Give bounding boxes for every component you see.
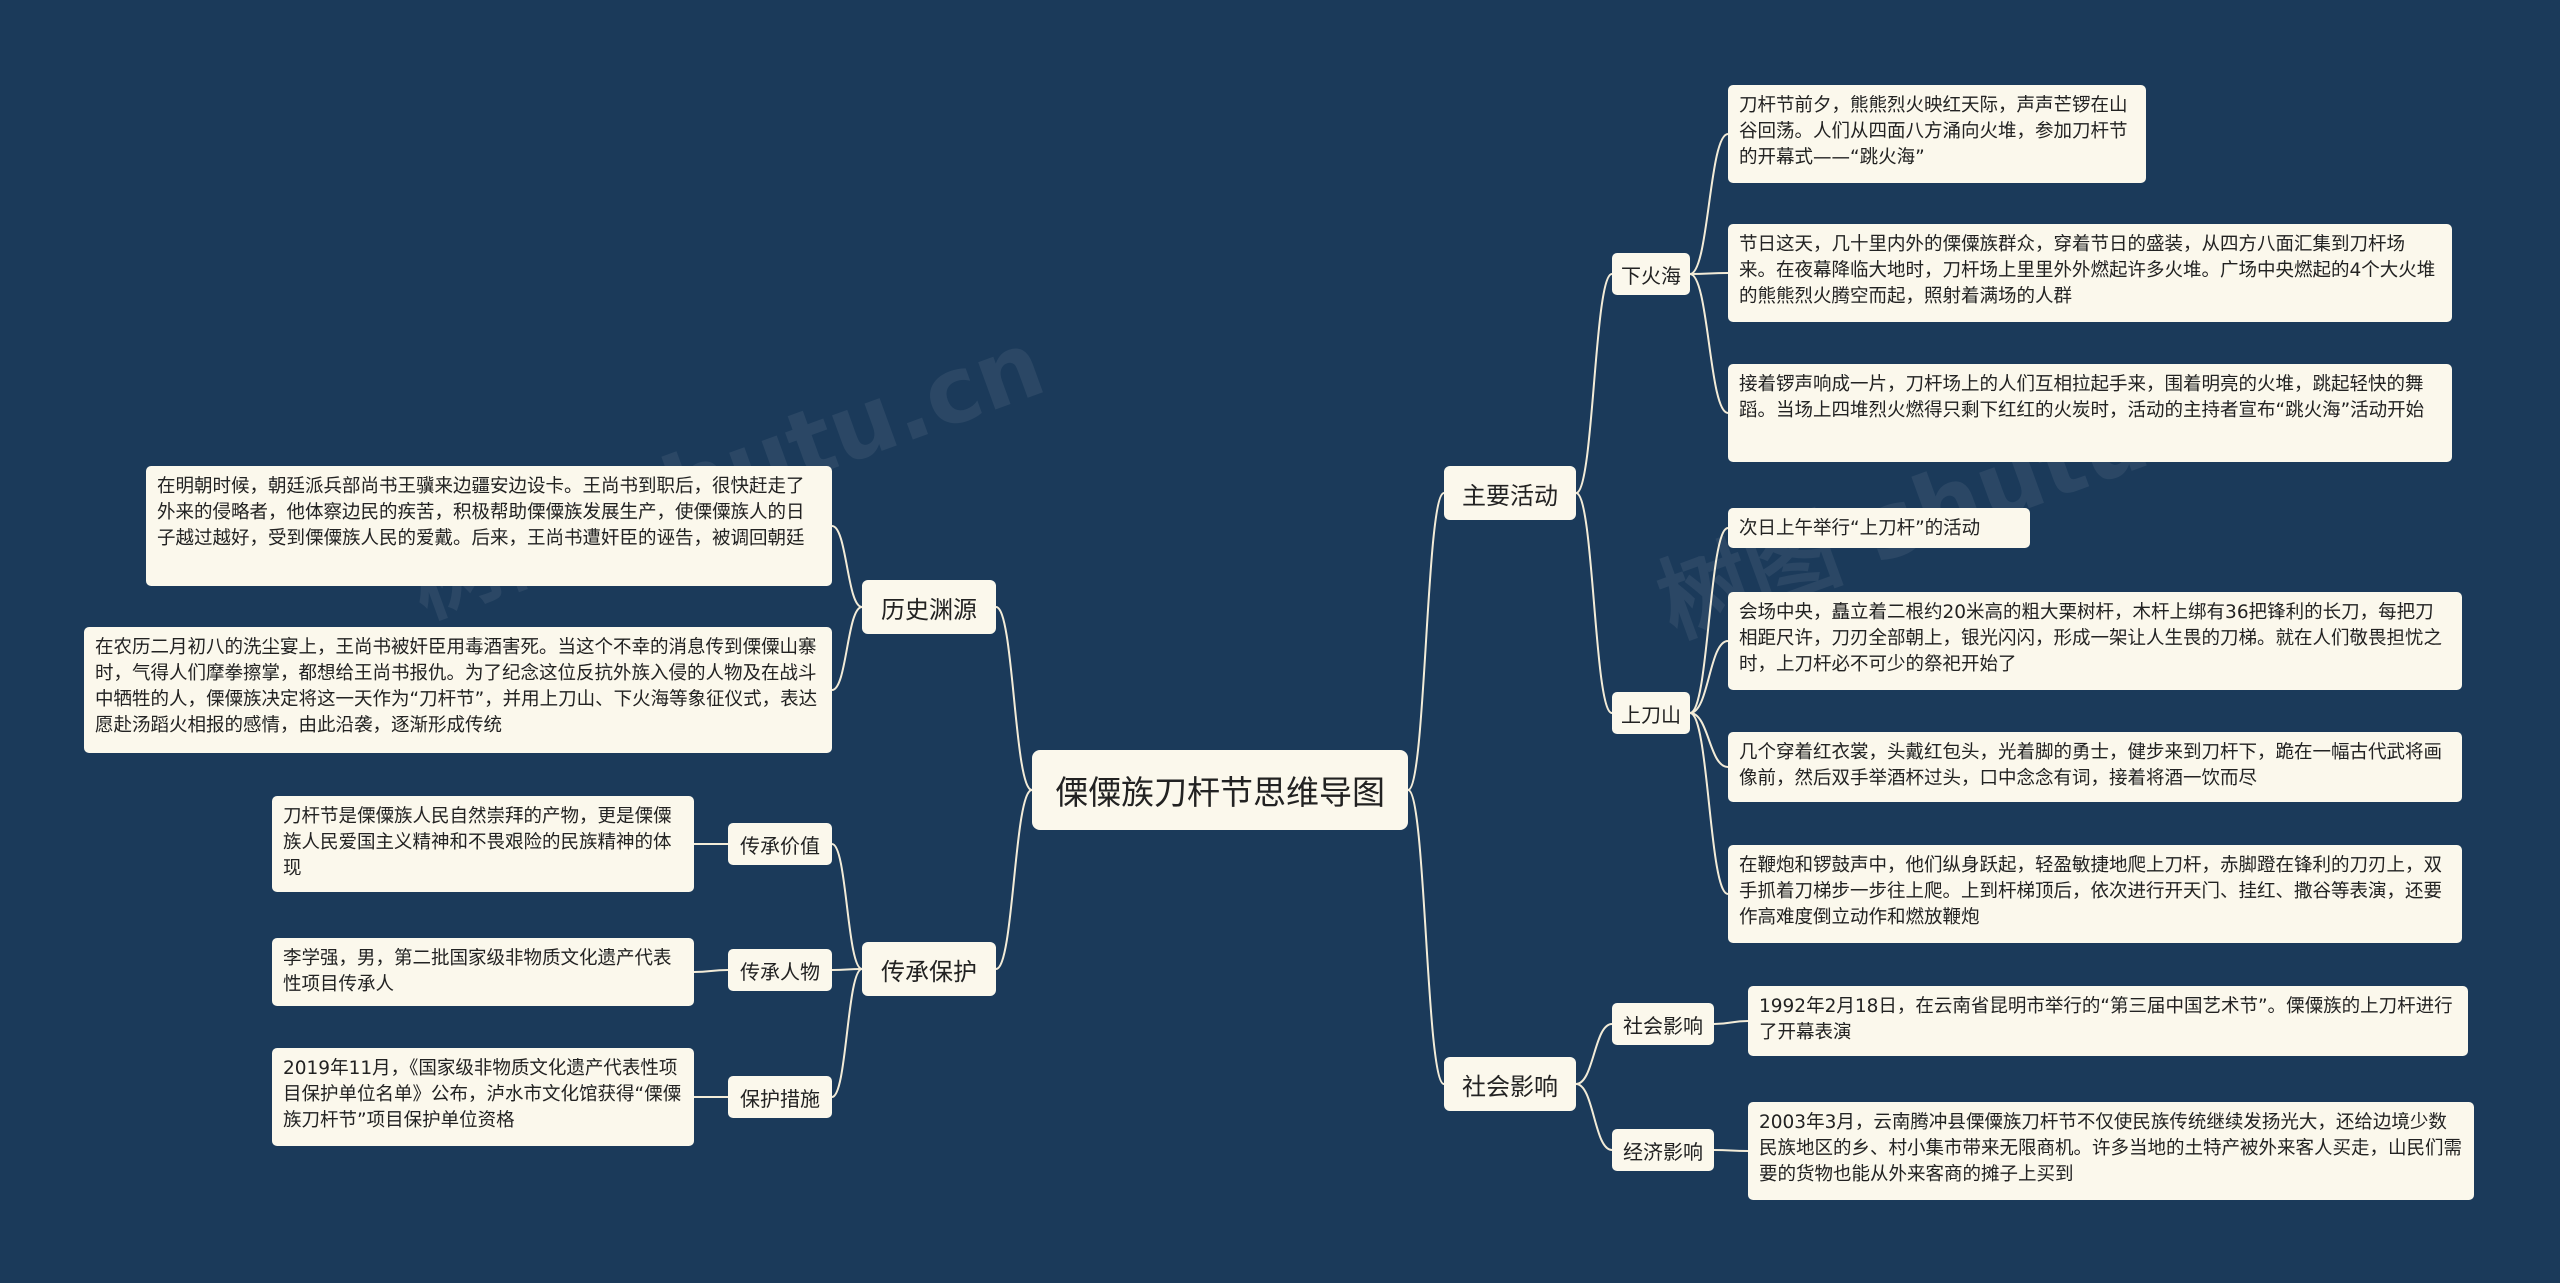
connector-sub-heritage-people-to-leaf-heritage-people (693, 969, 729, 973)
leaf-knife-climb-intro[interactable]: 次日上午举行“上刀杆”的活动 (1728, 508, 2030, 548)
connector-branch-heritage-to-sub-heritage-people (831, 968, 863, 971)
connector-sub-knife-mountain-to-leaf-knife-ritual (1689, 712, 1729, 768)
leaf-economic-impact[interactable]: 2003年3月，云南腾冲县傈僳族刀杆节不仅使民族传统继续发扬光大，还给边境少数民… (1748, 1102, 2474, 1200)
leaf-heritage-value[interactable]: 刀杆节是傈僳族人民自然崇拜的产物，更是傈僳族人民爱国主义精神和不畏艰险的民族精神… (272, 796, 694, 892)
connector-branch-heritage-to-sub-heritage-measures (831, 968, 863, 1098)
leaf-heritage-people[interactable]: 李学强，男，第二批国家级非物质文化遗产代表性项目传承人 (272, 938, 694, 1006)
branch-history[interactable]: 历史渊源 (862, 580, 996, 634)
leaf-knife-ritual[interactable]: 几个穿着红衣裳，头戴红包头，光着脚的勇士，健步来到刀杆下，跪在一幅古代武将画像前… (1728, 732, 2462, 802)
connector-root-topic-to-branch-heritage (995, 789, 1033, 970)
leaf-heritage-measures[interactable]: 2019年11月，《国家级非物质文化遗产代表性项目保护单位名单》公布，泸水市文化… (272, 1048, 694, 1146)
connector-sub-knife-mountain-to-leaf-knife-climb-intro (1689, 527, 1729, 714)
connector-sub-fire-sea-to-leaf-fire-sea-dance (1689, 273, 1729, 414)
connector-branch-history-to-leaf-history-festival (831, 606, 863, 691)
leaf-knife-performance[interactable]: 在鞭炮和锣鼓声中，他们纵身跃起，轻盈敏捷地爬上刀杆，赤脚蹬在锋利的刀刃上，双手抓… (1728, 845, 2462, 943)
connector-root-topic-to-branch-impact (1407, 789, 1445, 1085)
branch-impact[interactable]: 社会影响 (1444, 1057, 1576, 1111)
leaf-social-impact[interactable]: 1992年2月18日，在云南省昆明市举行的“第三届中国艺术节”。傈僳族的上刀杆进… (1748, 986, 2468, 1056)
root-topic[interactable]: 傈僳族刀杆节思维导图 (1032, 750, 1408, 830)
sub-heritage-value[interactable]: 传承价值 (728, 823, 832, 865)
connector-branch-activities-to-sub-fire-sea (1575, 273, 1613, 494)
leaf-fire-sea-eve[interactable]: 刀杆节前夕，熊熊烈火映红天际，声声芒锣在山谷回荡。人们从四面八方涌向火堆，参加刀… (1728, 85, 2146, 183)
sub-fire-sea[interactable]: 下火海 (1612, 253, 1690, 295)
connector-branch-history-to-leaf-history-origin (831, 525, 863, 608)
connector-root-topic-to-branch-activities (1407, 492, 1445, 791)
connector-branch-activities-to-sub-knife-mountain (1575, 492, 1613, 714)
connector-sub-knife-mountain-to-leaf-knife-performance (1689, 712, 1729, 895)
connector-sub-fire-sea-to-leaf-fire-sea-gathering (1689, 272, 1729, 275)
connector-branch-impact-to-sub-social-impact (1575, 1023, 1613, 1085)
branch-activities[interactable]: 主要活动 (1444, 466, 1576, 520)
sub-knife-mountain[interactable]: 上刀山 (1612, 692, 1690, 734)
leaf-history-origin[interactable]: 在明朝时候，朝廷派兵部尚书王骥来边疆安边设卡。王尚书到职后，很快赶走了外来的侵略… (146, 466, 832, 586)
sub-social-impact[interactable]: 社会影响 (1612, 1003, 1714, 1045)
leaf-knife-poles[interactable]: 会场中央，矗立着二根约20米高的粗大栗树杆，木杆上绑有36把锋利的长刀，每把刀相… (1728, 592, 2462, 690)
connector-root-topic-to-branch-history (995, 606, 1033, 791)
sub-heritage-people[interactable]: 传承人物 (728, 949, 832, 991)
connector-sub-knife-mountain-to-leaf-knife-poles (1689, 640, 1729, 714)
connector-sub-fire-sea-to-leaf-fire-sea-eve (1689, 133, 1729, 275)
sub-economic-impact[interactable]: 经济影响 (1612, 1129, 1714, 1171)
connector-branch-heritage-to-sub-heritage-value (831, 843, 863, 970)
connector-sub-economic-impact-to-leaf-economic-impact (1713, 1149, 1749, 1152)
branch-heritage[interactable]: 传承保护 (862, 942, 996, 996)
sub-heritage-measures[interactable]: 保护措施 (728, 1076, 832, 1118)
leaf-history-festival[interactable]: 在农历二月初八的洗尘宴上，王尚书被奸臣用毒酒害死。当这个不幸的消息传到傈僳山寨时… (84, 627, 832, 753)
connector-branch-impact-to-sub-economic-impact (1575, 1083, 1613, 1151)
leaf-fire-sea-dance[interactable]: 接着锣声响成一片，刀杆场上的人们互相拉起手来，围着明亮的火堆，跳起轻快的舞蹈。当… (1728, 364, 2452, 462)
leaf-fire-sea-gathering[interactable]: 节日这天，几十里内外的傈僳族群众，穿着节日的盛装，从四方八面汇集到刀杆场来。在夜… (1728, 224, 2452, 322)
connector-sub-social-impact-to-leaf-social-impact (1713, 1020, 1749, 1025)
